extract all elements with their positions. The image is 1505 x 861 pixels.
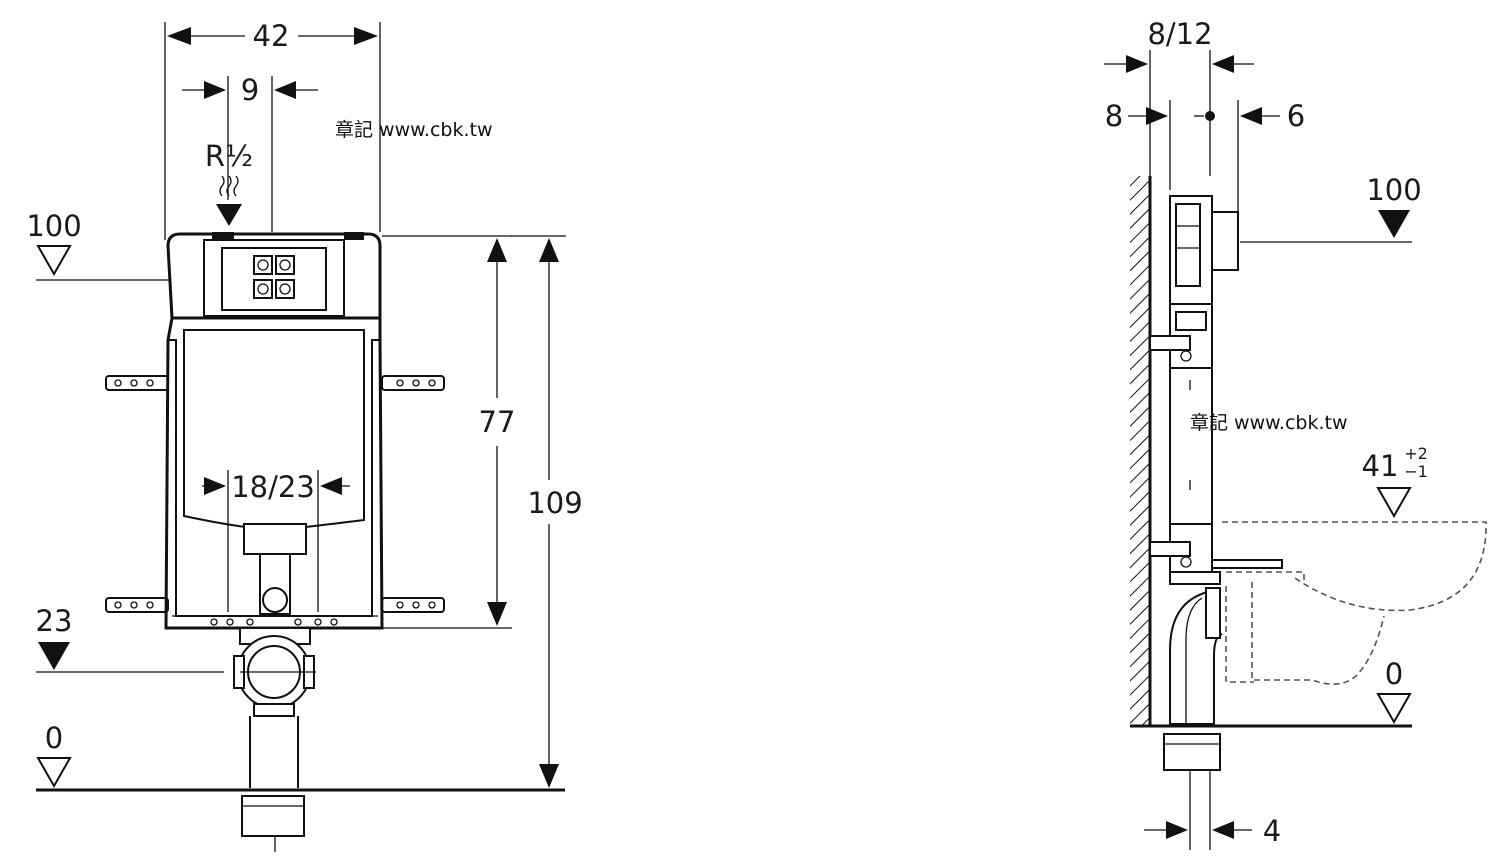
side-floor-level-marker: 0 [1130, 657, 1412, 728]
side-view: 8/12 8 6 [1104, 17, 1487, 850]
level-triangle-icon [36, 245, 72, 277]
side-top-level-triangle-icon [1378, 210, 1410, 238]
side-watermark: 章記 www.cbk.tw [1190, 412, 1348, 434]
seat-level-label: 41 [1362, 449, 1399, 483]
pipe-spacing-dimension: 18/23 [202, 470, 350, 612]
left-offset-label: 8 [1105, 99, 1123, 133]
toilet-outline [1222, 521, 1487, 685]
drain-pipe [233, 627, 315, 852]
outlet-level-label: 23 [36, 604, 73, 638]
inlet-arrow-icon [216, 204, 242, 226]
outlet-level-marker: 23 [36, 604, 316, 673]
pipe-spacing-label: 18/23 [231, 470, 315, 504]
floor-level-marker: 0 [36, 721, 565, 792]
width-dimension: 42 [164, 19, 381, 240]
inlet-offset-label: 9 [241, 73, 259, 107]
pipe-offset-label: 4 [1263, 814, 1281, 848]
mounting-brackets [105, 375, 445, 613]
floor-triangle-icon [36, 757, 72, 789]
floor-level-label: 0 [45, 721, 63, 755]
side-floor-triangle-icon [1376, 693, 1412, 725]
wall-gap-label: 8/12 [1147, 17, 1212, 51]
pipe-offset-dimension: 4 [1144, 814, 1281, 848]
width-label: 42 [253, 19, 290, 53]
offset-dimensions: 8 6 [1105, 99, 1305, 212]
watermark: 章記 www.cbk.tw [335, 119, 493, 141]
wall [1130, 176, 1152, 726]
inlet-thread-label: R½ [205, 139, 253, 173]
total-height-dimension: 109 [510, 235, 583, 788]
outlet-level-triangle-icon [38, 642, 70, 670]
side-top-level-marker: 100 [1240, 173, 1422, 243]
cistern-frame [164, 232, 384, 630]
top-level-marker: 100 [26, 209, 170, 281]
inner-height-dimension: 77 [382, 235, 516, 629]
right-offset-label: 6 [1287, 99, 1305, 133]
front-view: 42 9 R½ 100 [26, 19, 583, 852]
top-level-label: 100 [26, 209, 81, 243]
seat-level-marker: 41 +2 −1 [1362, 444, 1428, 519]
wall-gap-dimension: 8/12 [1104, 17, 1254, 176]
total-height-label: 109 [527, 486, 582, 520]
seat-tol-plus: +2 [1404, 444, 1428, 463]
side-top-level-label: 100 [1366, 173, 1421, 207]
seat-level-triangle-icon [1376, 487, 1412, 519]
inlet-offset-dimension: 9 [182, 73, 318, 232]
water-inlet: R½ [205, 139, 253, 226]
seat-tol-minus: −1 [1404, 462, 1428, 481]
side-frame [1149, 195, 1283, 585]
inner-height-label: 77 [479, 405, 516, 439]
side-drain-pipe [1163, 587, 1223, 850]
side-floor-level-label: 0 [1385, 657, 1403, 691]
